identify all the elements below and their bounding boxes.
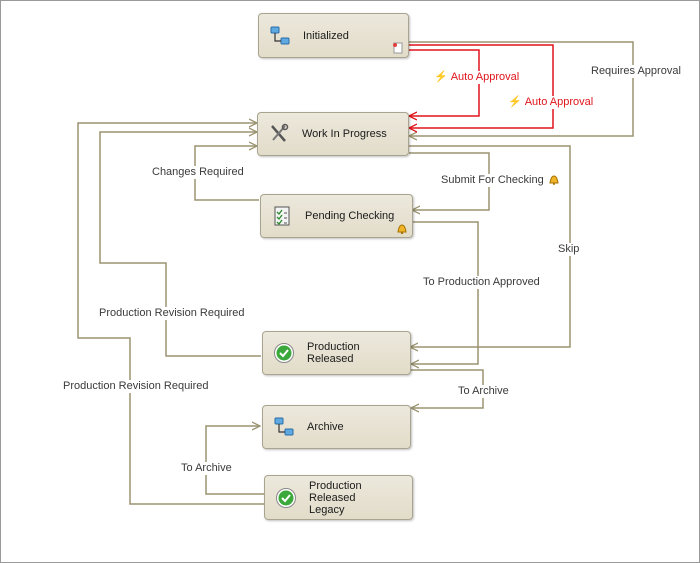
bell-icon: [397, 224, 407, 234]
state-label: Production Released Legacy: [309, 480, 406, 516]
state-initialized[interactable]: Initialized: [258, 13, 409, 58]
edge-auto-approval-2: [409, 44, 554, 128]
state-label: Production Released: [307, 341, 360, 365]
state-label-line2: Legacy: [309, 503, 345, 516]
transition-label: Requires Approval: [591, 65, 681, 77]
state-archive[interactable]: Archive: [262, 405, 411, 449]
transition-to-archive-2[interactable]: To Archive: [180, 462, 233, 475]
transition-changes-required[interactable]: Changes Required: [151, 166, 245, 179]
state-label: Initialized: [303, 29, 349, 42]
state-label: Archive: [307, 421, 344, 433]
checklist-icon: [274, 206, 290, 226]
state-label: Pending Checking: [305, 210, 395, 222]
checkmark-icon: [274, 343, 294, 363]
transition-label: Auto Approval: [450, 71, 520, 83]
transition-auto-approval-1[interactable]: ⚡Auto Approval: [433, 71, 521, 84]
state-production-released-legacy[interactable]: Production Released Legacy: [264, 475, 413, 520]
edge-production-revision-required-2: [77, 123, 264, 505]
transition-label: Production Revision Required: [99, 307, 245, 319]
transition-label: Changes Required: [152, 166, 244, 178]
edge-to-production-approved: [411, 221, 479, 364]
transition-label: To Archive: [458, 385, 509, 397]
transition-label: Submit For Checking: [441, 174, 544, 186]
transition-label: To Production Approved: [423, 276, 540, 288]
checkmark-icon: [276, 487, 296, 508]
workflow-icon: [270, 26, 290, 44]
tools-icon: [271, 123, 289, 142]
transition-to-archive-1[interactable]: To Archive: [457, 385, 510, 398]
state-production-released[interactable]: Production Released: [262, 331, 411, 375]
transition-label: To Archive: [181, 462, 232, 474]
state-work-in-progress[interactable]: Work In Progress: [257, 112, 409, 156]
start-marker-icon: [393, 42, 403, 54]
transition-requires-approval[interactable]: Requires Approval: [590, 65, 682, 78]
lightning-icon: ⚡: [508, 96, 522, 108]
edge-production-revision-required-1: [99, 132, 261, 357]
edge-to-archive-2: [205, 426, 264, 495]
transition-auto-approval-2[interactable]: ⚡Auto Approval: [507, 96, 595, 109]
transition-production-revision-required-1[interactable]: Production Revision Required: [98, 307, 246, 320]
lightning-icon: ⚡: [434, 71, 448, 83]
state-label-line1: Production Released: [309, 479, 362, 504]
transition-to-production-approved[interactable]: To Production Approved: [422, 276, 541, 289]
transition-production-revision-required-2[interactable]: Production Revision Required: [62, 380, 210, 393]
edge-requires-approval: [409, 41, 634, 136]
transition-skip[interactable]: Skip: [557, 243, 581, 256]
transition-label: Production Revision Required: [63, 380, 209, 392]
transition-submit-for-checking[interactable]: Submit For Checking: [440, 174, 561, 187]
transition-label: Auto Approval: [524, 96, 594, 108]
state-pending-checking[interactable]: Pending Checking: [260, 194, 413, 238]
workflow-icon: [274, 417, 294, 436]
transition-label: Skip: [558, 243, 580, 255]
bell-icon: [549, 175, 559, 185]
state-label: Work In Progress: [302, 128, 387, 140]
